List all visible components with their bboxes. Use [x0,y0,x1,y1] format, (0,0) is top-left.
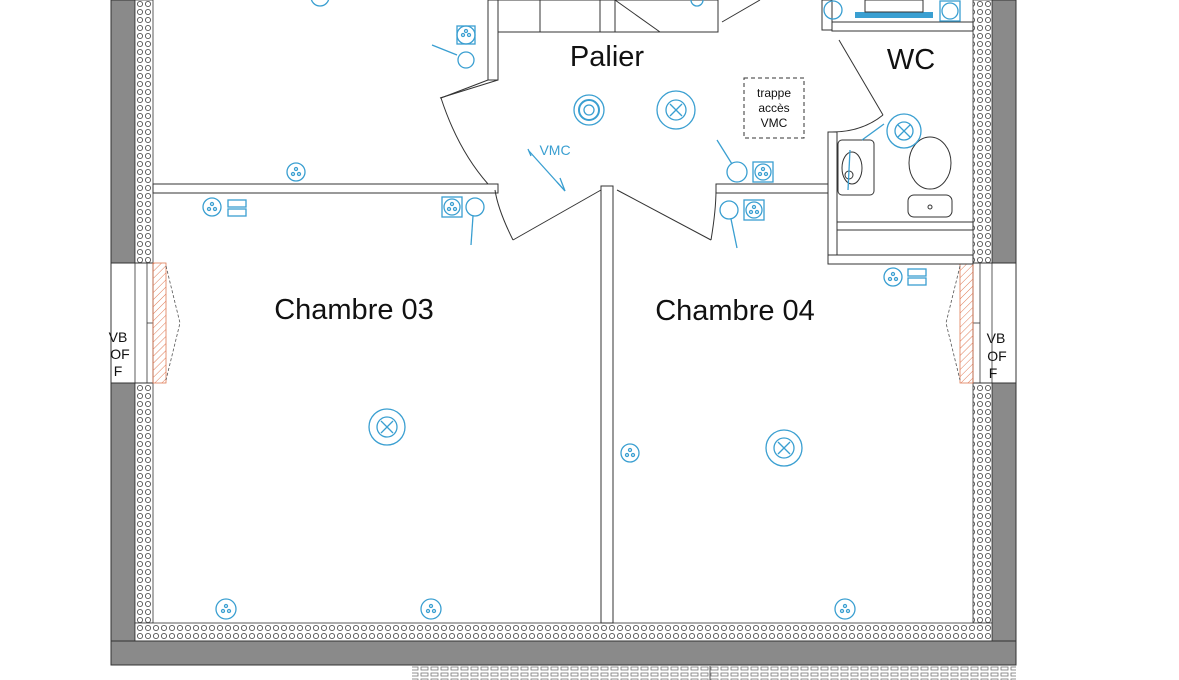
trappe-acces-vmc: trappe accès VMC [743,77,805,139]
socket-icon [752,161,774,183]
window-right-label-1: VB [987,330,1006,346]
switch-icon [690,0,704,7]
trappe-line-3: VMC [761,116,788,130]
socket-icon [456,25,476,45]
window-right-label-2: OF [987,348,1006,364]
socket-icon [215,598,237,620]
network-socket-icon [227,199,247,217]
ceiling-light-icon [765,429,803,467]
room-label-palier: Palier [570,41,644,73]
room-label-chambre-03: Chambre 03 [274,294,434,326]
socket-icon [420,598,442,620]
ceiling-light-icon [368,408,406,446]
door-swings [439,0,884,241]
socket-icon [457,51,475,69]
socket-icon [202,197,222,217]
exterior-walls [110,0,1017,680]
vmc-label: VMC [539,142,570,158]
window-left-label-1: VB [109,329,128,345]
socket-icon [620,443,640,463]
socket-icon [834,598,856,620]
room-label-chambre-04: Chambre 04 [655,295,815,327]
ceiling-light-icon [886,113,922,149]
switch-icon [465,197,485,246]
wc-fixtures [837,0,953,218]
socket-icon [441,196,463,218]
socket-icon [939,0,961,22]
network-socket-icon [907,268,927,286]
window-right-label-3: F [989,365,998,381]
electrical-symbols [202,0,961,620]
vmc-arrow-icon [527,148,566,192]
socket-icon [883,267,903,287]
window-left [110,262,181,384]
socket-icon [286,162,306,182]
vmc-extractor-icon [573,94,605,126]
trappe-line-1: trappe [757,86,791,100]
room-label-wc: WC [887,44,935,76]
window-right [945,262,1017,384]
switch-icon [823,0,843,20]
window-left-label-3: F [114,363,123,379]
switch-icon [719,200,739,249]
switch-icon [716,139,748,183]
window-left-label-2: OF [110,346,129,362]
socket-icon [743,199,765,221]
trappe-line-2: accès [758,101,789,115]
ceiling-light-icon [656,90,696,130]
